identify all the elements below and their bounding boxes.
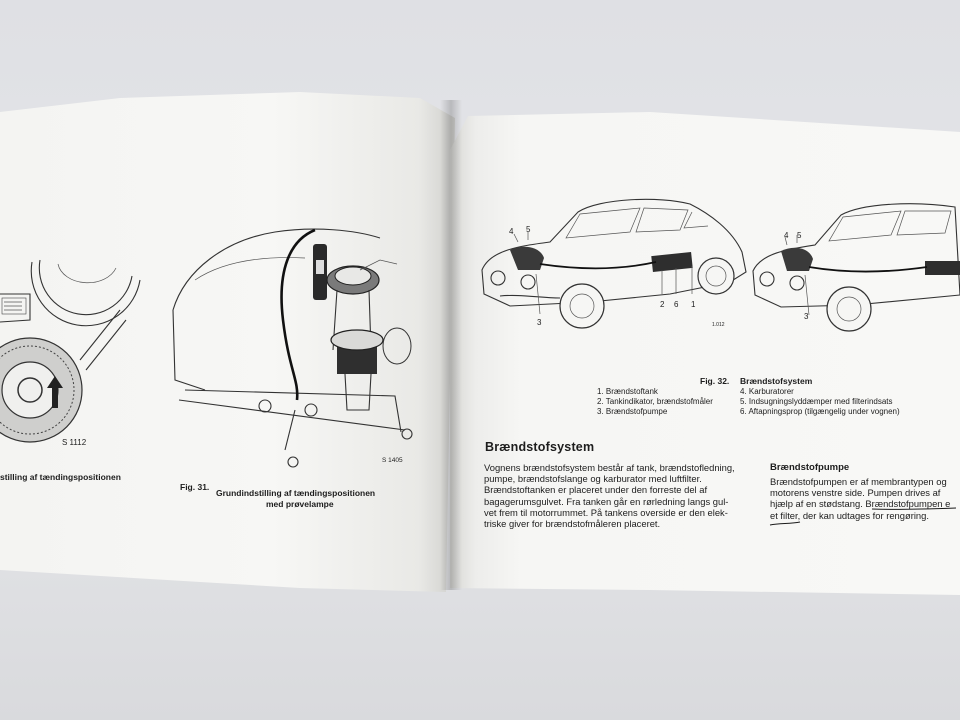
legend-left: 1. Brændstoftank 2. Tankindikator, brænd… <box>597 387 713 417</box>
body-line: hjælp af en stødstang. Brændstofpumpen e <box>770 498 951 510</box>
legend-item: 1. Brændstoftank <box>597 387 658 396</box>
callout-4b: 4 <box>784 231 789 240</box>
pump-body: Brændstofpumpen er af membrantypen og mo… <box>770 476 960 521</box>
callout-2: 2 <box>660 300 665 309</box>
timing-light-illustration <box>172 228 413 468</box>
book-gutter <box>440 100 462 590</box>
diagram-ref: 1.012 <box>712 322 725 328</box>
callout-1: 1 <box>691 300 696 309</box>
handwritten-underline <box>769 507 957 526</box>
callout-5: 5 <box>526 225 531 234</box>
legend-item: 3. Brændstofpumpe <box>597 407 668 416</box>
legend-item: 4. Karburatorer <box>740 387 794 396</box>
figure-caption-left: stilling af tændingspositionen <box>0 472 121 482</box>
figure-reference-s1405: S 1405 <box>382 457 403 464</box>
section-body: Vognens brændstofsystem består af tank, … <box>484 462 735 529</box>
fig31-label: Fig. 31. <box>180 482 210 492</box>
body-line: bagagerumsgulvet. Fra tanken går en rørl… <box>484 495 729 507</box>
legend-item: 5. Indsugningslyddæmper med filterindsat… <box>740 397 893 406</box>
fig31-caption-line1: Grundindstilling af tændingspositionen <box>216 488 376 498</box>
crank-pulley-illustration <box>0 259 141 443</box>
car-fuel-system-diagram <box>481 198 747 329</box>
body-line: Brændstofpumpen er af membrantypen og <box>770 476 947 487</box>
body-line: Vognens brændstofsystem består af tank, … <box>484 462 735 473</box>
fig32-label: Fig. 32. <box>700 376 730 386</box>
body-line: vet frem til motorrummet. På tankens ove… <box>484 506 728 518</box>
callout-4: 4 <box>509 227 514 236</box>
pump-heading: Brændstofpumpe <box>770 462 850 473</box>
callout-3b: 3 <box>804 312 809 321</box>
car-fuel-system-diagram-2 <box>752 203 960 332</box>
callout-6: 6 <box>674 300 679 309</box>
callout-3: 3 <box>537 318 542 327</box>
figure-reference-s1112: S 1112 <box>62 438 87 447</box>
body-line: et filter, der kan udtages for rengøring… <box>770 509 929 521</box>
body-line: motorens venstre side. Pumpen drives af <box>770 487 941 499</box>
body-line: Brændstoftanken er placeret under den fo… <box>484 484 708 496</box>
fig32-title: Brændstofsystem <box>740 376 813 386</box>
fig31-caption-line2: med prøvelampe <box>266 499 334 509</box>
legend-right: 4. Karburatorer 5. Indsugningslyddæmper … <box>740 387 900 417</box>
body-line: pumpe, brændstofslange og karburator med… <box>484 473 702 485</box>
legend-item: 6. Aftapningsprop (tilgængelig under vog… <box>740 407 900 416</box>
right-page <box>450 112 960 595</box>
body-line: triske giver for brændstofmåleren placer… <box>484 518 661 530</box>
callout-5b: 5 <box>797 231 802 240</box>
legend-item: 2. Tankindikator, brændstofmåler <box>597 397 713 406</box>
section-heading: Brændstofsystem <box>485 440 595 454</box>
